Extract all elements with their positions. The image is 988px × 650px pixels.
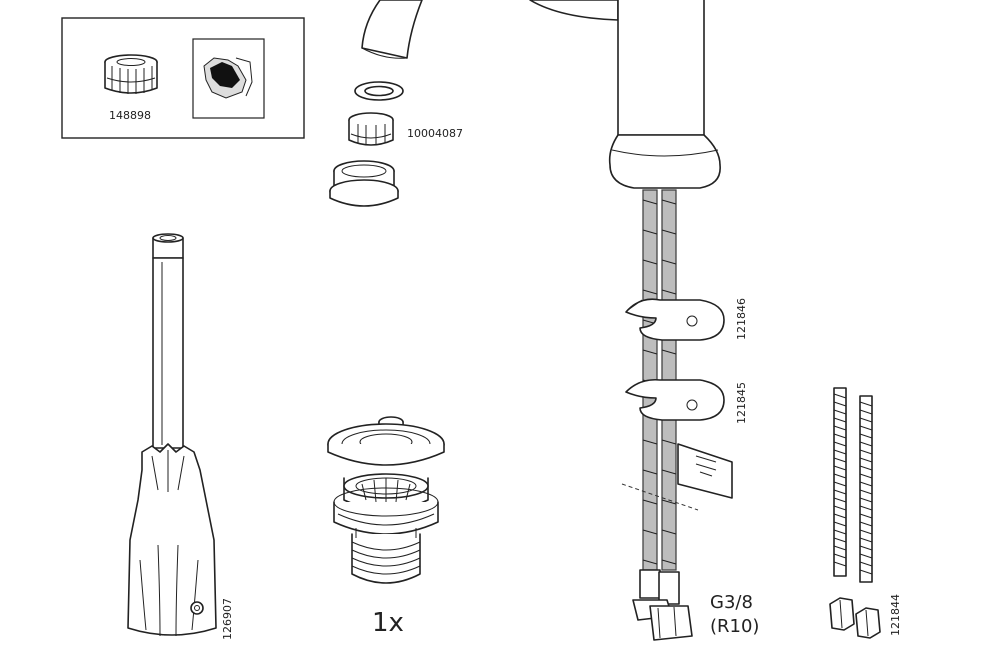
product-tag [677, 443, 733, 499]
mounting-washer-bottom [625, 378, 725, 421]
spout [361, 0, 423, 59]
stud-code: 121844 [889, 594, 902, 636]
aerator-key-code: 148898 [109, 109, 151, 122]
mounting-washer-top [625, 298, 725, 341]
aerator-washer [354, 81, 404, 101]
aerator-housing [329, 160, 399, 207]
aerator-code: 10004087 [407, 127, 463, 140]
drain-quantity: 1x [372, 608, 404, 638]
thread-standard: (R10) [710, 616, 759, 637]
washer-top-code: 121846 [735, 298, 748, 340]
cut-line [621, 483, 699, 511]
spindle [127, 233, 217, 637]
faucet-body [529, 0, 721, 189]
aerator-insert [348, 112, 394, 146]
aerator-key-icon [104, 54, 158, 94]
thread-size: G3/8 [710, 592, 753, 613]
spindle-code: 126907 [221, 598, 234, 640]
hex-nuts [829, 597, 881, 639]
threaded-studs [833, 387, 873, 583]
inset-box: 148898 [61, 17, 305, 139]
washer-bottom-code: 121845 [735, 382, 748, 424]
dirty-aerator-icon [192, 38, 265, 119]
popup-drain [327, 416, 445, 584]
